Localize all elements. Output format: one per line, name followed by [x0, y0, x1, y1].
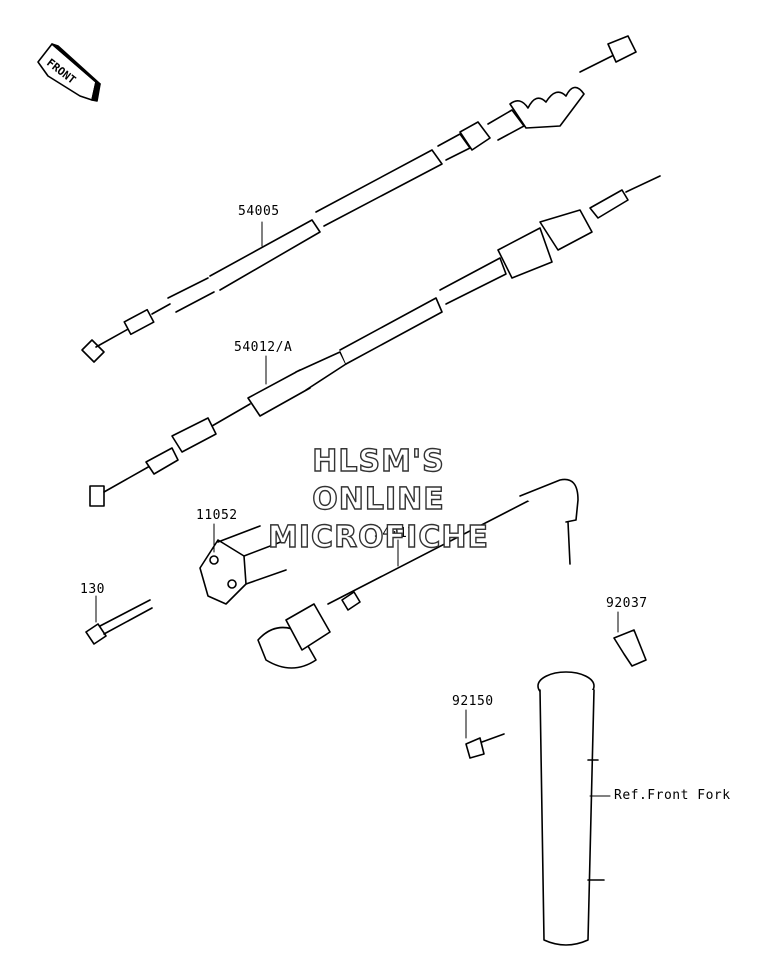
cable-54017[interactable]: [257, 478, 579, 669]
label-130: 130: [80, 582, 105, 597]
label-front-fork-ref: Ref.Front Fork: [614, 788, 731, 803]
bolt-92150[interactable]: [465, 733, 505, 759]
throttle-cable-54012a[interactable]: [89, 175, 661, 507]
clip-92037[interactable]: [613, 629, 647, 667]
watermark-line-3: MICROFICHE: [267, 519, 489, 555]
label-92150: 92150: [452, 694, 494, 709]
label-54017: 54017: [374, 526, 416, 541]
bolt-130[interactable]: [85, 599, 153, 645]
watermark-line-1: HLSM'S: [312, 443, 445, 479]
clutch-cable-54005[interactable]: [81, 35, 637, 363]
front-arrow-icon: FRONT: [37, 43, 101, 102]
label-54005: 54005: [238, 204, 280, 219]
label-92037: 92037: [606, 596, 648, 611]
label-11052: 11052: [196, 508, 238, 523]
watermark-line-2: ONLINE: [312, 481, 445, 517]
label-54012a: 54012/A: [234, 340, 293, 355]
leader-lines: [95, 221, 619, 797]
front-fork: [537, 671, 605, 946]
bracket-11052[interactable]: [199, 525, 287, 605]
